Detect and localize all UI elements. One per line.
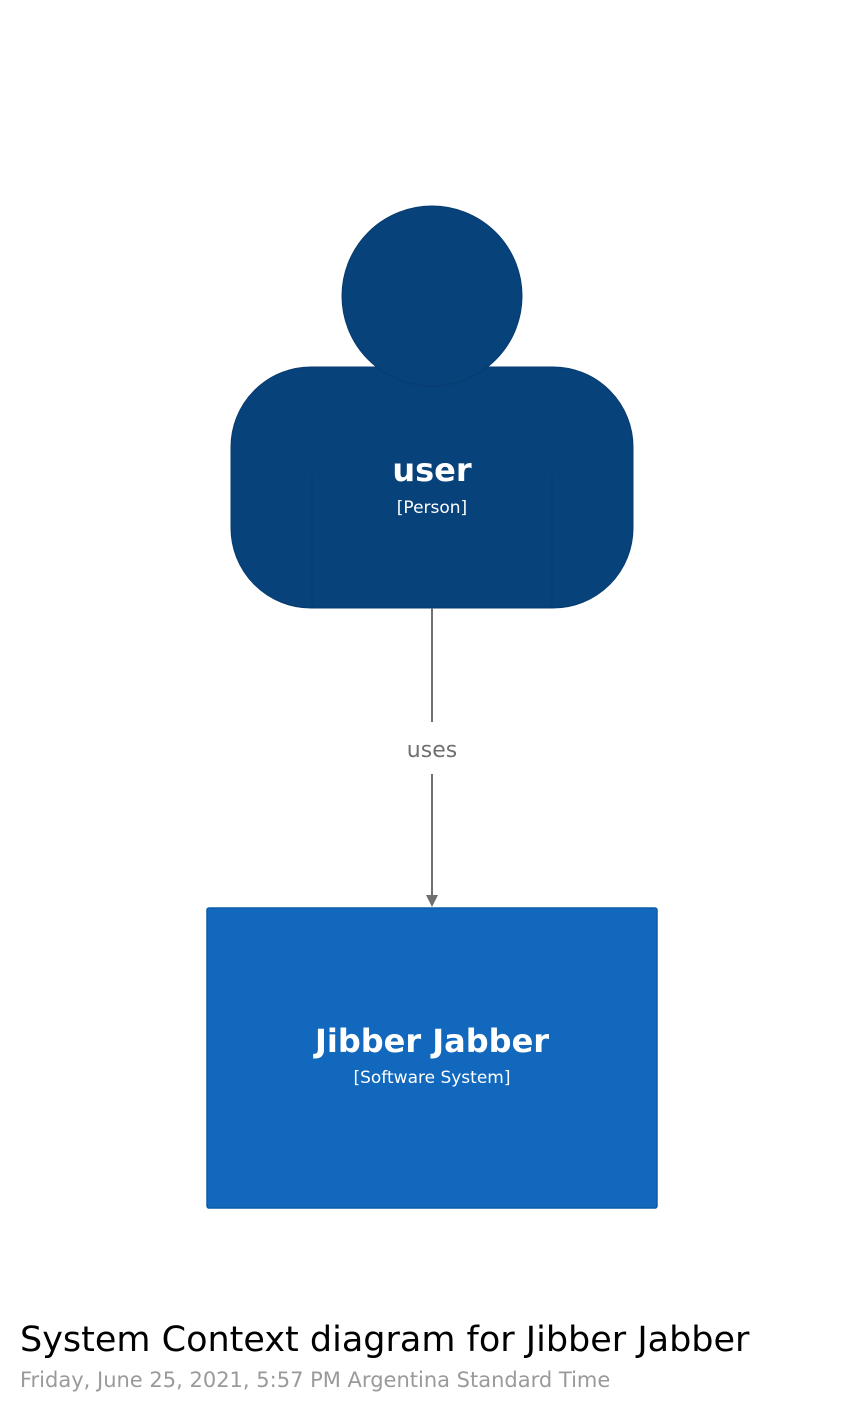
software-system-type: [Software System] — [353, 1068, 510, 1088]
person-head — [341, 205, 523, 387]
software-system-box — [206, 907, 658, 1209]
diagram-timestamp: Friday, June 25, 2021, 5:57 PM Argentina… — [20, 1368, 611, 1392]
diagram-title: System Context diagram for Jibber Jabber — [20, 1320, 750, 1360]
person-type: [Person] — [397, 498, 467, 518]
relationship-uses[interactable]: uses — [407, 608, 457, 907]
software-system-element[interactable]: Jibber Jabber [Software System] — [206, 907, 658, 1209]
diagram-canvas: user [Person] uses Jibber Jabber [Softwa… — [206, 205, 658, 1209]
person-name: user — [392, 451, 472, 489]
person-element-user[interactable]: user [Person] — [230, 205, 634, 609]
software-system-name: Jibber Jabber — [313, 1022, 549, 1060]
relationship-label: uses — [407, 738, 457, 763]
